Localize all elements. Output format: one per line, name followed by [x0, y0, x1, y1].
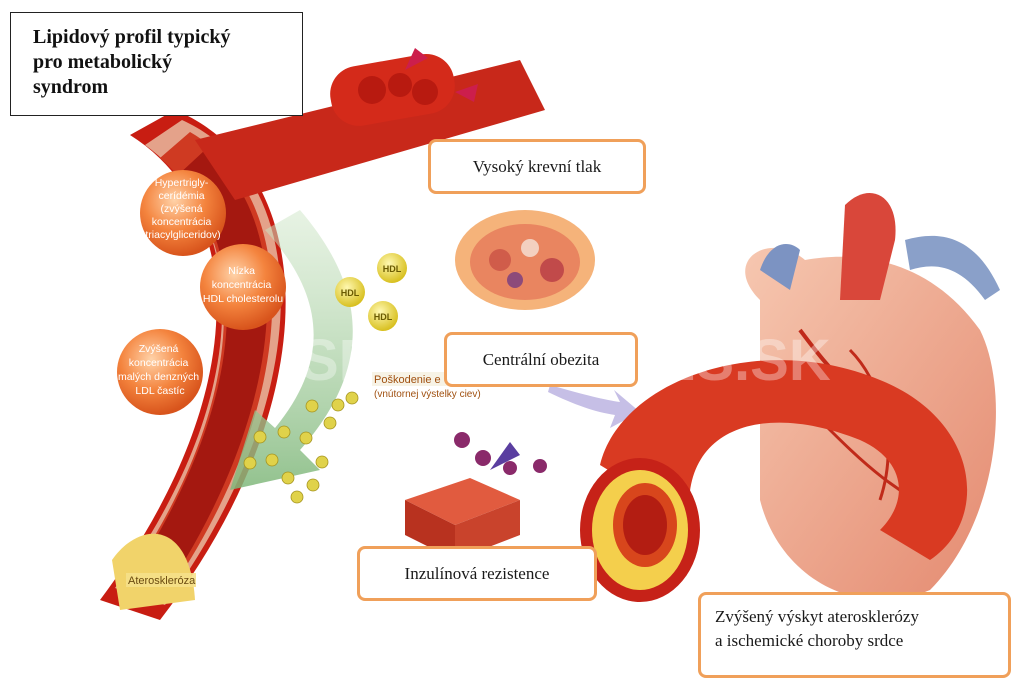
callout-blood-pressure: Vysoký krevní tlak [428, 139, 646, 194]
title-line: syndrom [33, 75, 292, 100]
hdl-label: HDL [383, 264, 402, 274]
bubble-low-hdl: Nízka koncentrácia HDL cholesterolu [200, 244, 286, 330]
diagram-title-box: Lipidový profil typický pro metabolický … [10, 12, 303, 116]
title-line: Lipidový profil typický [33, 25, 292, 50]
abdomen-cross-section-image [455, 210, 595, 310]
bubble-line: HDL cholesterolu [203, 293, 283, 305]
hdl-particle: HDL [335, 277, 365, 307]
hdl-particle: HDL [368, 301, 398, 331]
bubble-hypertriglyceridemia: Hypertrigly- cerídémia (zvýšená koncentr… [140, 170, 226, 256]
vessel-damage-sublabel: (vnútornej výstelky ciev) [374, 389, 481, 400]
atheroma-label: Ateroskleróza [128, 575, 196, 587]
callout-insulin: Inzulínová rezistence [357, 546, 597, 601]
hdl-particle: HDL [377, 253, 407, 283]
callout-blood-pressure-label: Vysoký krevní tlak [473, 157, 601, 177]
vessel-damage-label: Poškodenie e [374, 374, 441, 386]
bubble-line: koncentrácia [152, 216, 212, 228]
callout-insulin-label: Inzulínová rezistence [405, 564, 550, 584]
bubble-line: Zvýšená [139, 343, 179, 355]
title-line: pro metabolický [33, 50, 292, 75]
hdl-label: HDL [374, 312, 393, 322]
callout-obesity-label: Centrální obezita [483, 350, 600, 370]
bubble-line: koncentrácia [212, 279, 272, 291]
bubble-line: LDL častíc [135, 385, 184, 397]
bubble-line: malých denzných [118, 371, 199, 383]
callout-atherosclerosis-line: Zvýšený výskyt aterosklerózy [715, 605, 994, 629]
callout-obesity: Centrální obezita [444, 332, 638, 387]
tissue-cells-image [405, 432, 547, 560]
callout-atherosclerosis-line: a ischemické choroby srdce [715, 629, 994, 653]
callout-atherosclerosis: Zvýšený výskyt aterosklerózy a ischemick… [698, 592, 1011, 678]
hdl-label: HDL [341, 288, 360, 298]
bubble-line: Nízka [228, 265, 255, 277]
bubble-line: (zvýšená [161, 203, 203, 215]
bubble-line: koncentrácia [129, 357, 189, 369]
bubble-line: cerídémia [158, 190, 204, 202]
bubble-line: triacylgliceridov) [145, 229, 220, 241]
bubble-small-ldl: Zvýšená koncentrácia malých denzných LDL… [117, 329, 203, 415]
bubble-line: Hypertrigly- [155, 177, 209, 189]
